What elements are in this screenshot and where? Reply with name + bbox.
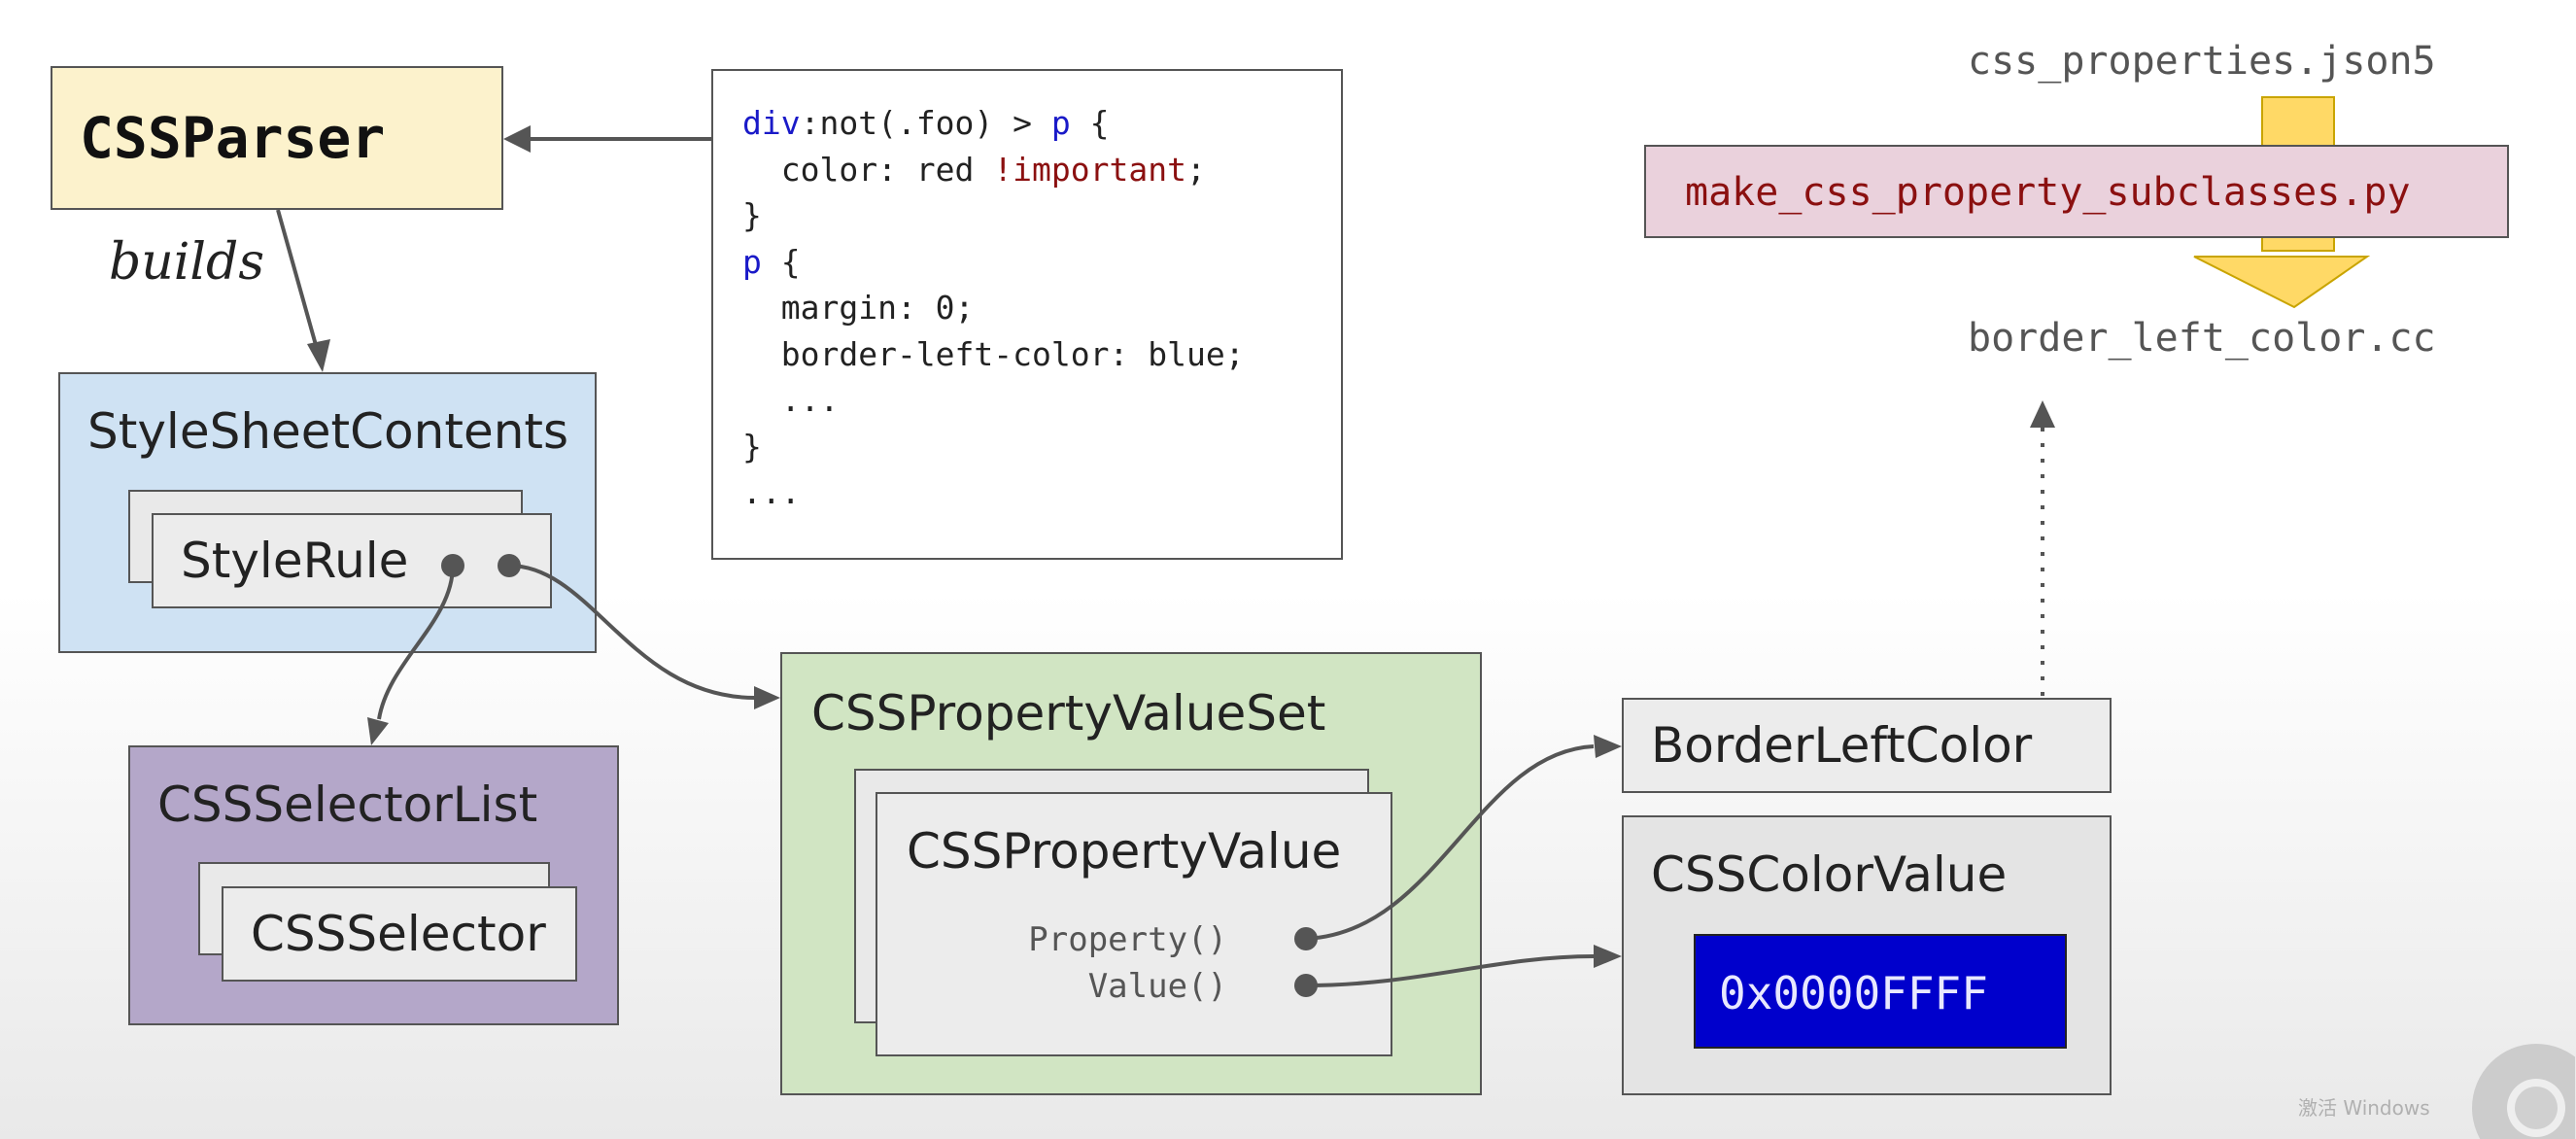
css-code-sample: div:not(.foo) > p { color: red !importan… <box>711 69 1343 560</box>
value-to-colorvalue-arrow <box>1305 954 1595 987</box>
style-rule-card: StyleRule <box>152 513 552 608</box>
style-sheet-contents-box: StyleSheetContents StyleRule <box>58 372 597 653</box>
color-hex-value: 0x0000FFFF <box>1719 967 1988 1019</box>
value-method-label: Value() <box>1087 967 1227 1006</box>
css-color-value-label: CSSColorValue <box>1651 846 2008 903</box>
css-property-value-label: CSSPropertyValue <box>907 823 1342 880</box>
css-property-value-card: CSSPropertyValue Property() Value() <box>876 792 1392 1056</box>
output-file-label: border_left_color.cc <box>1968 316 2436 361</box>
builds-label: builds <box>109 233 265 292</box>
rule-to-selectorlist-arrow <box>377 565 455 720</box>
css-selector-list-box: CSSSelectorList CSSSelector <box>128 745 619 1025</box>
css-selector-label: CSSSelector <box>251 906 546 962</box>
property-to-borderleftcolor-arrow <box>1305 744 1595 941</box>
css-property-value-set-label: CSSPropertyValueSet <box>811 685 1326 742</box>
codegen-script-label: make_css_property_subclasses.py <box>1685 170 2411 215</box>
rule-to-propertyset-arrow <box>508 564 759 701</box>
chrome-logo-watermark <box>2468 1040 2575 1139</box>
parser-builds-arrow <box>276 209 318 346</box>
css-color-value-box: CSSColorValue 0x0000FFFF <box>1622 815 2112 1095</box>
css-parser-label: CSSParser <box>80 105 386 171</box>
border-left-color-label: BorderLeftColor <box>1651 717 2033 774</box>
style-rule-label: StyleRule <box>181 533 409 589</box>
windows-activation-watermark: 激活 Windows <box>2298 1096 2430 1120</box>
input-file-label: css_properties.json5 <box>1968 39 2436 84</box>
css-property-value-set-box: CSSPropertyValueSet CSSPropertyValue Pro… <box>780 652 1482 1095</box>
style-sheet-contents-label: StyleSheetContents <box>87 403 569 460</box>
border-left-color-box: BorderLeftColor <box>1622 698 2112 793</box>
css-parser-box: CSSParser <box>51 66 503 210</box>
property-method-label: Property() <box>1028 920 1227 959</box>
color-hex-swatch: 0x0000FFFF <box>1694 934 2067 1049</box>
css-selector-list-label: CSSSelectorList <box>157 777 538 833</box>
codegen-script-box: make_css_property_subclasses.py <box>1644 145 2509 238</box>
css-selector-card: CSSSelector <box>222 886 577 982</box>
